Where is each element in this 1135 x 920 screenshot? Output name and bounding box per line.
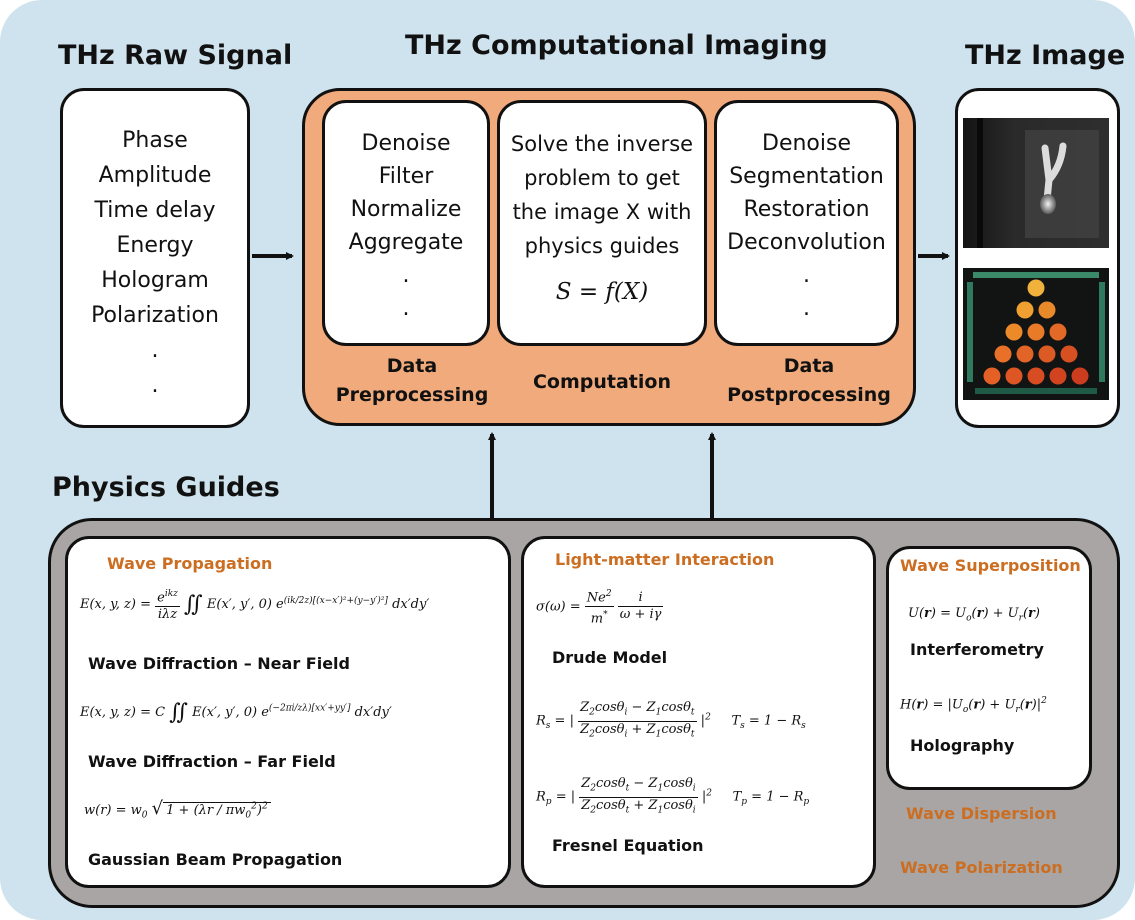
holography-equation: H(r) = |Uo(r) + Ur(r)|2 (900, 696, 1047, 715)
near-field-label: Wave Diffraction – Near Field (88, 654, 350, 673)
preprocessing-item: Aggregate (348, 230, 464, 255)
preprocessing-item: Normalize (350, 197, 462, 222)
preprocessing-label: Data Preprocessing (322, 352, 502, 410)
raw-signal-list: Phase Amplitude Time delay Energy Hologr… (63, 123, 247, 403)
far-field-equation: E(x, y, z) = C ∬ E(x′, y′, 0) e(−2πi/zλ)… (80, 700, 392, 725)
computation-box: Solve the inverse problem to get the ima… (497, 100, 707, 346)
interferometry-equation: U(r) = Uo(r) + Ur(r) (908, 606, 1040, 624)
wave-superposition-title: Wave Superposition (900, 556, 1081, 575)
physics-guides-header: Physics Guides (52, 472, 280, 503)
wave-propagation-box (65, 536, 511, 888)
preprocessing-list: Denoise Filter Normalize Aggregate . . (325, 127, 487, 325)
wave-propagation-title: Wave Propagation (107, 554, 273, 573)
wave-superposition-box (886, 546, 1092, 790)
preprocessing-item: . (402, 296, 410, 321)
postprocessing-item: Segmentation (729, 164, 884, 189)
preprocessing-item: . (402, 263, 410, 288)
gaussian-equation: w(r) = w0 √1 + (λr / πw02)2 (84, 798, 271, 821)
computational-imaging-header: THz Computational Imaging (405, 30, 828, 61)
thz-image-header: THz Image (965, 40, 1126, 71)
postprocessing-item: Denoise (762, 131, 851, 156)
postprocessing-label-line2: Postprocessing (727, 384, 891, 406)
preprocessing-box: Denoise Filter Normalize Aggregate . . (322, 100, 490, 346)
light-matter-box (521, 536, 876, 888)
computation-line: the image X with (512, 200, 692, 224)
postprocessing-item: . (803, 263, 810, 288)
raw-signal-box: Phase Amplitude Time delay Energy Hologr… (60, 88, 250, 428)
postprocessing-label: Data Postprocessing (714, 352, 904, 410)
computation-label: Computation (532, 371, 671, 393)
preprocessing-item: Filter (378, 164, 434, 189)
wave-dispersion-label: Wave Dispersion (906, 804, 1057, 823)
far-field-label: Wave Diffraction – Far Field (88, 752, 336, 771)
preprocessing-item: Denoise (361, 131, 451, 156)
drude-label: Drude Model (552, 648, 668, 667)
raw-signal-item: . (151, 373, 159, 398)
computation-line: physics guides (524, 234, 680, 258)
raw-signal-item: Phase (122, 128, 188, 153)
interferometry-label: Interferometry (910, 640, 1044, 659)
holography-label: Holography (910, 736, 1015, 755)
postprocessing-label-line1: Data (783, 355, 835, 377)
fresnel-label: Fresnel Equation (552, 836, 704, 855)
preprocessing-label-line1: Data (386, 355, 438, 377)
raw-signal-item: Amplitude (98, 163, 212, 188)
raw-signal-header: THz Raw Signal (58, 40, 293, 71)
thz-image-letter-y (963, 118, 1109, 248)
preprocessing-label-line2: Preprocessing (335, 384, 489, 406)
raw-signal-item: Energy (116, 233, 194, 258)
raw-signal-item: Polarization (91, 303, 219, 328)
raw-signal-item: Hologram (101, 268, 209, 293)
raw-signal-item: . (151, 338, 159, 363)
postprocessing-item: Deconvolution (727, 230, 886, 255)
light-matter-title: Light-matter Interaction (555, 550, 775, 569)
raw-signal-item: Time delay (94, 198, 216, 223)
postprocessing-list: Denoise Segmentation Restoration Deconvo… (717, 127, 896, 325)
postprocessing-item: Restoration (743, 197, 870, 222)
computation-line: problem to get (524, 166, 680, 190)
wave-polarization-label: Wave Polarization (900, 858, 1063, 877)
computation-equation: S = f(X) (555, 279, 649, 305)
postprocessing-box: Denoise Segmentation Restoration Deconvo… (714, 100, 899, 346)
computation-text: Solve the inverse problem to get the ima… (500, 127, 704, 309)
gaussian-label: Gaussian Beam Propagation (88, 850, 343, 869)
computation-line: Solve the inverse (510, 132, 694, 156)
thz-image-triangle-dots (963, 268, 1109, 400)
postprocessing-item: . (803, 296, 810, 321)
